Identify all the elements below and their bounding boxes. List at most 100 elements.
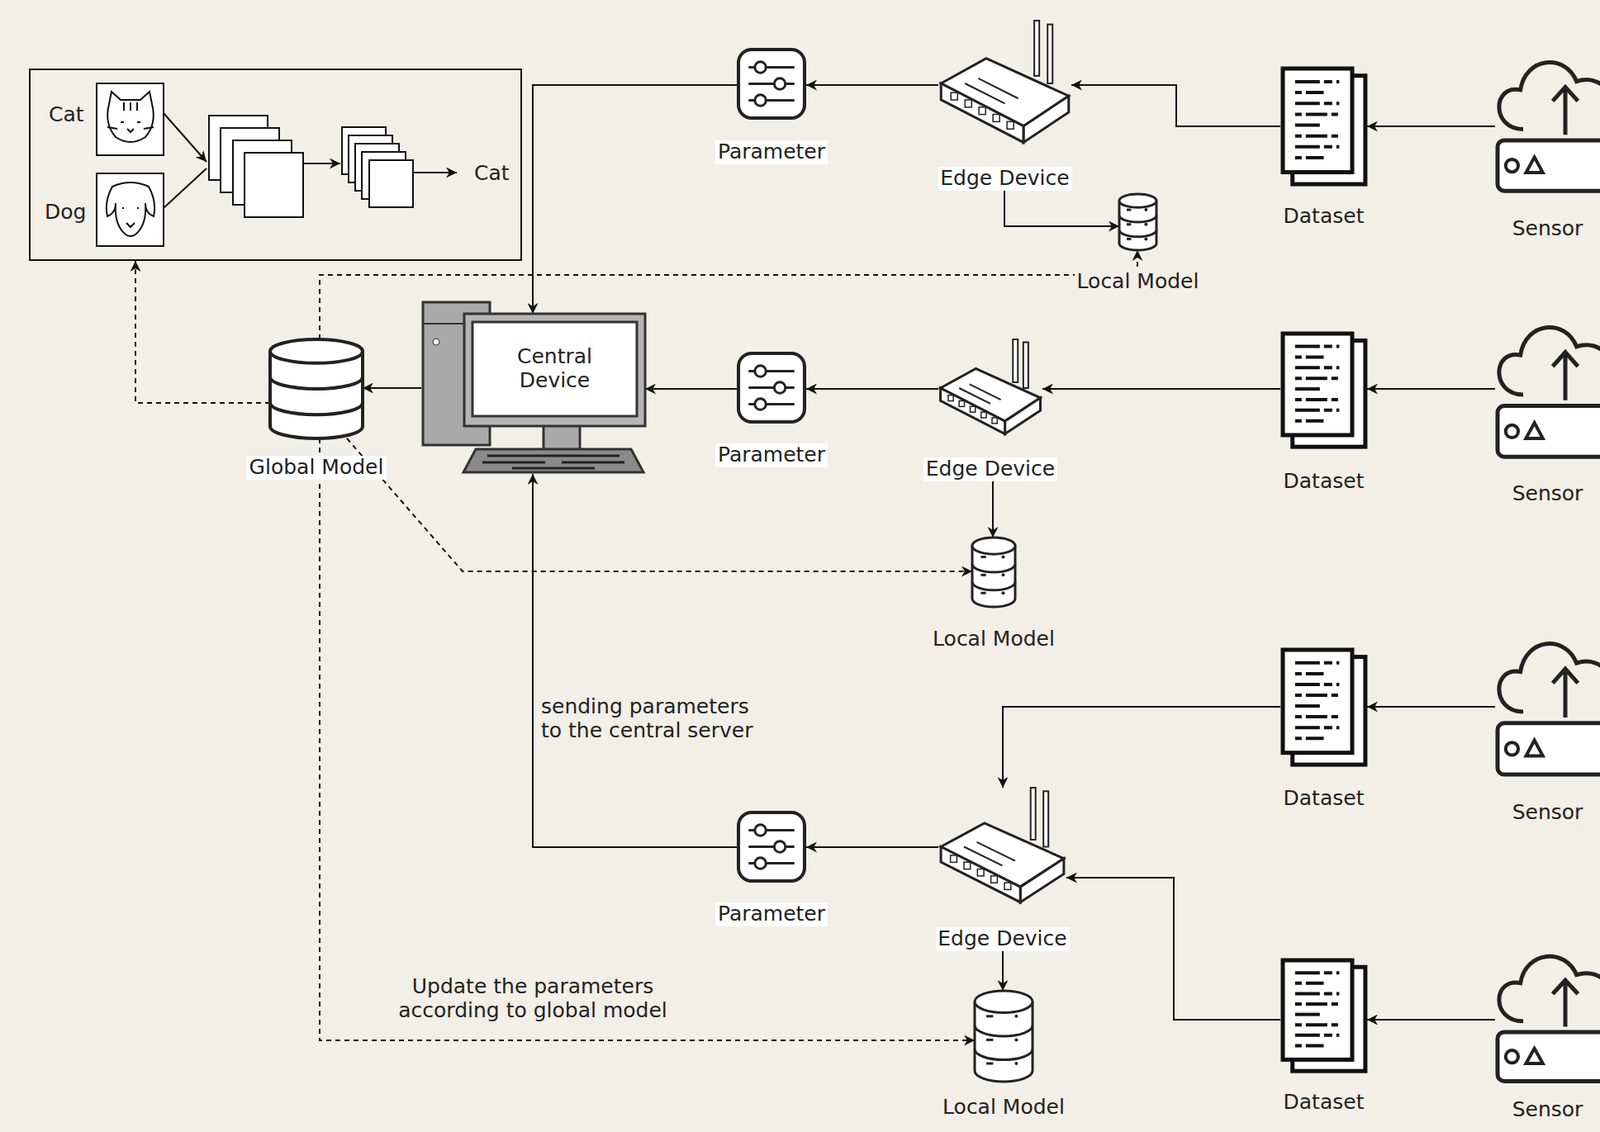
update-connector <box>346 438 973 572</box>
document-line <box>1295 387 1325 391</box>
data-connector <box>1066 878 1281 1021</box>
screen-area: Central Device <box>472 322 637 417</box>
document-line <box>1295 661 1340 665</box>
update-connector <box>135 261 271 404</box>
cylinder-dot <box>1014 1062 1018 1066</box>
document-line <box>1295 134 1340 138</box>
data-connector <box>532 474 737 848</box>
icon-shapes <box>1497 327 1600 457</box>
edge-icon <box>938 788 1067 907</box>
cylinder-mark <box>980 555 986 559</box>
feature-map <box>369 160 414 208</box>
node-caption: Parameter <box>715 140 828 165</box>
icon-shapes <box>940 20 1069 143</box>
data-connector <box>1002 707 1281 789</box>
node-caption: Dataset <box>1283 787 1365 812</box>
icon-shapes <box>1497 956 1600 1082</box>
data-icon <box>1280 331 1368 450</box>
edge-node: Edge Device <box>938 20 1072 147</box>
edge-label: sending parameters to the central server <box>541 695 763 744</box>
cylinder-dot <box>1001 591 1005 595</box>
sensor-icon <box>1495 637 1600 781</box>
document-line <box>1295 419 1325 423</box>
router-port <box>991 876 998 884</box>
caption-slot: Local Model <box>1074 270 1202 295</box>
document-line <box>1295 80 1340 84</box>
sensor-base <box>1497 1032 1600 1082</box>
keyboard-keys <box>482 455 625 469</box>
cylinder-band <box>974 1049 1033 1060</box>
gdb-node: Global Model <box>270 339 363 439</box>
icon-shapes <box>1282 960 1366 1072</box>
router-port <box>1004 883 1012 890</box>
document-line <box>1295 1023 1340 1027</box>
class-label: Dog <box>44 200 86 225</box>
icon-shapes <box>738 49 805 119</box>
node-caption: Sensor <box>1512 1098 1584 1123</box>
document-line <box>1295 112 1340 116</box>
upload-arrow <box>1552 352 1579 401</box>
input-arrow <box>163 113 207 162</box>
cat-image-frame <box>96 83 164 156</box>
node-caption: Parameter <box>715 902 828 927</box>
text-slot: Cat <box>48 103 85 128</box>
sensor-node: Sensor <box>1495 56 1600 197</box>
router-port <box>977 869 984 877</box>
db-icon <box>1119 194 1157 251</box>
slider-panel <box>738 49 805 119</box>
sensor-led <box>1505 1050 1519 1064</box>
document-line <box>1295 145 1340 149</box>
cylinder-top <box>1119 194 1157 208</box>
router-port <box>950 92 958 100</box>
cylinder-band <box>972 564 1016 573</box>
caption-slot: Global Model <box>246 455 387 480</box>
edge-label: Update the parameters according to globa… <box>359 975 707 1024</box>
antenna <box>1012 339 1018 383</box>
feature-map <box>244 152 304 218</box>
data-connector <box>806 388 939 390</box>
db-node: Local Model <box>1119 194 1157 251</box>
sensor-node: Sensor <box>1495 950 1600 1088</box>
slider-knob <box>754 858 766 869</box>
antenna <box>1030 788 1036 841</box>
data-icon <box>1280 958 1368 1074</box>
sensor-icon <box>1495 56 1600 197</box>
data-node: Dataset <box>1280 647 1368 768</box>
upload-arrow <box>1552 669 1579 718</box>
icon-shapes <box>422 302 646 473</box>
icon-shapes <box>738 353 805 423</box>
cylinder-dot <box>1001 555 1005 560</box>
cat-features <box>107 102 154 133</box>
cylinder-mark <box>1126 237 1131 241</box>
document-line <box>1295 982 1325 986</box>
icon-shapes <box>1497 61 1600 191</box>
router-front <box>1020 859 1064 903</box>
sensor-triangle <box>1525 156 1543 173</box>
node-caption: Edge Device <box>923 457 1058 482</box>
update-connector <box>319 438 975 1041</box>
document-line <box>1295 1002 1340 1007</box>
sensor-led <box>1505 742 1519 755</box>
cloud <box>1499 327 1600 395</box>
connector-group <box>135 85 1496 1041</box>
document-line <box>1295 90 1325 95</box>
icon-shapes <box>972 537 1016 608</box>
text-slot: Dog <box>44 200 86 225</box>
slider-panel <box>738 353 805 423</box>
slider-knob <box>773 382 785 394</box>
cylinder-top <box>270 339 363 364</box>
node-caption: Global Model <box>246 455 387 480</box>
cylinder-band <box>1119 215 1157 223</box>
monitor-stand <box>543 424 580 452</box>
document-line <box>1295 408 1340 413</box>
node-caption: Sensor <box>1512 801 1584 826</box>
slider-track <box>748 845 794 849</box>
router-port <box>992 417 998 424</box>
data-connector <box>806 84 939 86</box>
data-connector <box>1367 125 1496 128</box>
sensor-led <box>1505 425 1519 438</box>
slider-knob <box>754 398 766 410</box>
dog-face <box>106 182 155 237</box>
router-port <box>948 395 954 402</box>
sensor-node: Sensor <box>1495 637 1600 781</box>
